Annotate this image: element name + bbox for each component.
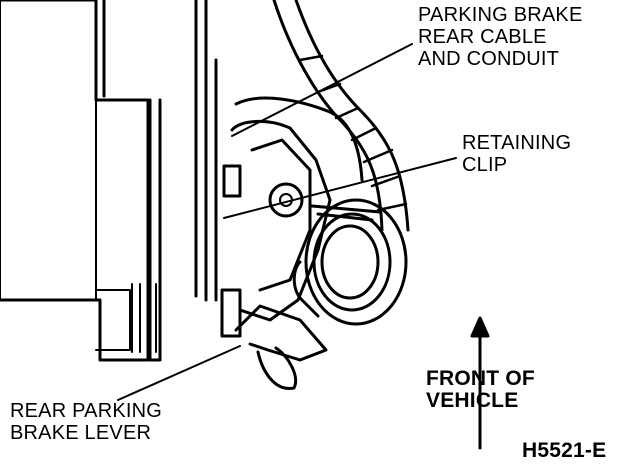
backing-plate bbox=[0, 0, 150, 362]
figure-id-label: H5521-E bbox=[522, 439, 607, 462]
front-arrow-head bbox=[470, 316, 490, 338]
lever-fitting bbox=[220, 288, 242, 338]
return-spring-coil-1 bbox=[312, 212, 392, 312]
leader-cable bbox=[231, 43, 413, 137]
leader-lever bbox=[117, 345, 241, 401]
axle-thread bbox=[95, 283, 157, 353]
retaining-clip bbox=[292, 260, 320, 318]
mechanism-body bbox=[230, 119, 332, 322]
mechanism-housing bbox=[234, 96, 364, 182]
rear-parking-brake-lever-label: REAR PARKING BRAKE LEVER bbox=[10, 400, 163, 444]
rear-parking-brake-lever bbox=[234, 304, 328, 362]
cable-end-upper bbox=[222, 164, 242, 198]
leader-clip bbox=[223, 157, 457, 219]
housing-face bbox=[148, 98, 162, 362]
cable-conduit-outer bbox=[294, 0, 410, 232]
lever-pin bbox=[256, 346, 297, 390]
bolt-head bbox=[268, 182, 304, 218]
retaining-clip-label: RETAINING CLIP bbox=[462, 132, 572, 176]
mechanism-inner bbox=[250, 138, 312, 292]
return-spring-coil-2 bbox=[320, 224, 380, 300]
spring-arm bbox=[310, 204, 382, 222]
axle-housing bbox=[0, 0, 97, 301]
return-spring-outer bbox=[304, 198, 408, 326]
front-of-vehicle-label: FRONT OF VEHICLE bbox=[426, 367, 535, 412]
parking-brake-cable-label: PARKING BRAKE REAR CABLE AND CONDUIT bbox=[418, 4, 583, 70]
